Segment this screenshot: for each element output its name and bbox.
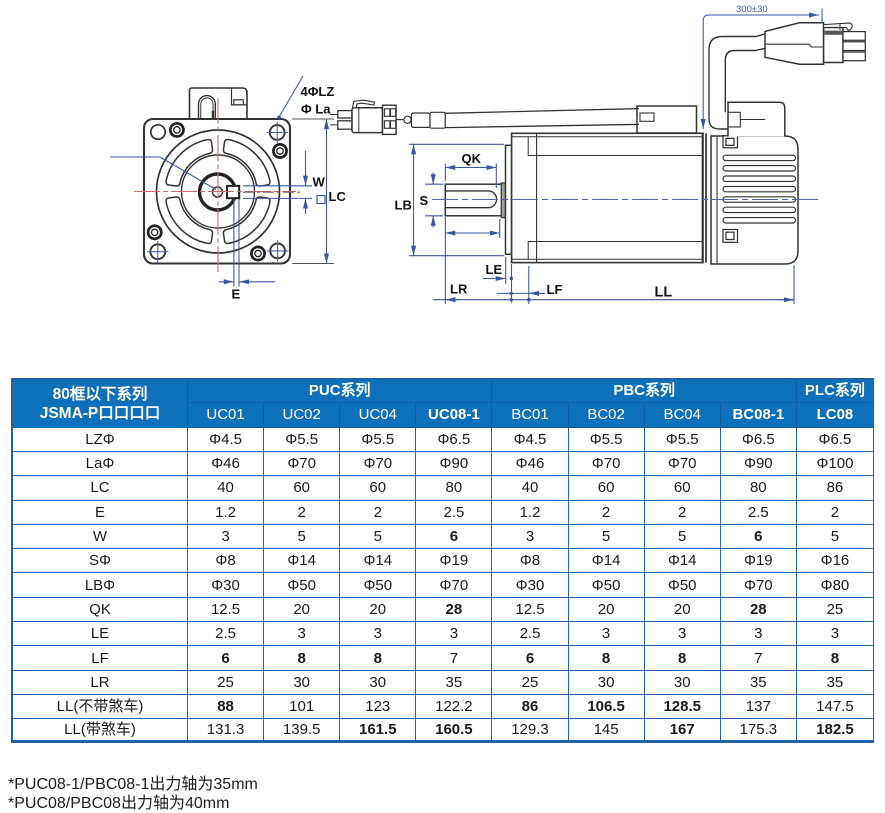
svg-text:W: W — [313, 175, 326, 190]
svg-text:LB: LB — [395, 198, 412, 213]
svg-text:LR: LR — [450, 282, 468, 297]
svg-text:Φ La: Φ La — [301, 102, 331, 117]
svg-text:LC: LC — [329, 189, 347, 204]
svg-text:QK: QK — [462, 151, 482, 166]
svg-text:4ΦLZ: 4ΦLZ — [301, 84, 335, 99]
svg-text:LF: LF — [547, 282, 563, 297]
svg-text:E: E — [232, 287, 241, 302]
svg-text:300±30: 300±30 — [736, 4, 768, 15]
svg-text:S: S — [420, 193, 429, 208]
svg-text:LL: LL — [655, 285, 673, 301]
svg-text:LE: LE — [486, 262, 503, 277]
